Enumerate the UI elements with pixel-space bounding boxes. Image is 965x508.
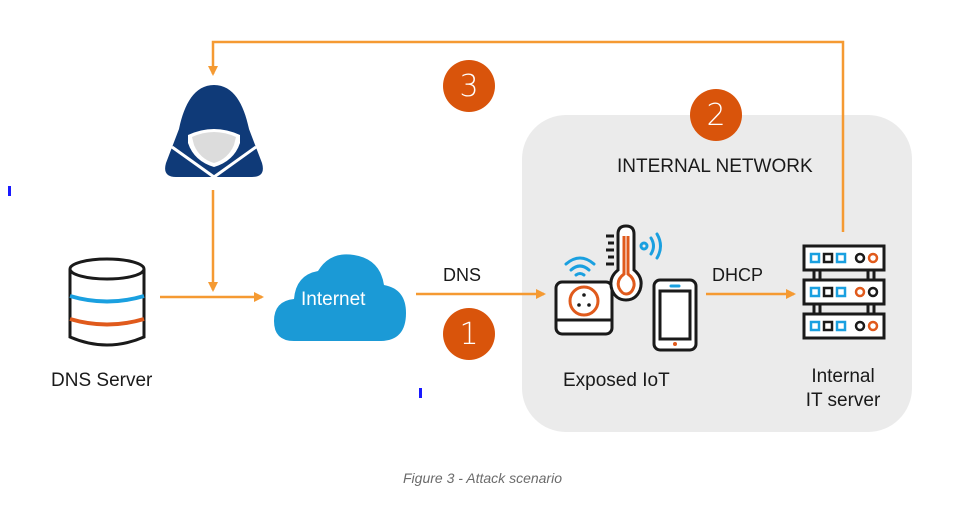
iot-devices-icon [554, 224, 698, 352]
internet-label: Internet [301, 289, 366, 310]
internal-network-group [522, 115, 912, 432]
step-badge-2: 2 [690, 89, 742, 141]
internal-it-server-label-line1: Internal [811, 366, 875, 387]
text-cursor-mark [419, 388, 422, 398]
step-badge-1: 1 [443, 308, 495, 360]
text-cursor-mark [8, 186, 11, 196]
internal-network-label: INTERNAL NETWORK [617, 156, 813, 177]
database-icon [68, 257, 146, 347]
wifi-icon [564, 256, 596, 277]
edge-label-dhcp: DHCP [712, 265, 764, 285]
hooded-attacker-icon [165, 85, 263, 179]
dns-server-label: DNS Server [51, 370, 153, 391]
cloud-icon [274, 254, 406, 341]
exposed-iot-label: Exposed IoT [563, 370, 670, 391]
tablet-icon [652, 278, 698, 352]
thermometer-icon [606, 224, 662, 302]
figure-caption: Figure 3 - Attack scenario [403, 470, 562, 486]
server-rack-icon [802, 244, 886, 340]
internal-it-server-label-line2: IT server [805, 390, 881, 411]
step-badge-3: 3 [443, 60, 495, 112]
smart-plug-icon [554, 280, 614, 336]
edge-label-dns: DNS [443, 265, 482, 285]
edge-server-to-attacker [208, 40, 845, 232]
